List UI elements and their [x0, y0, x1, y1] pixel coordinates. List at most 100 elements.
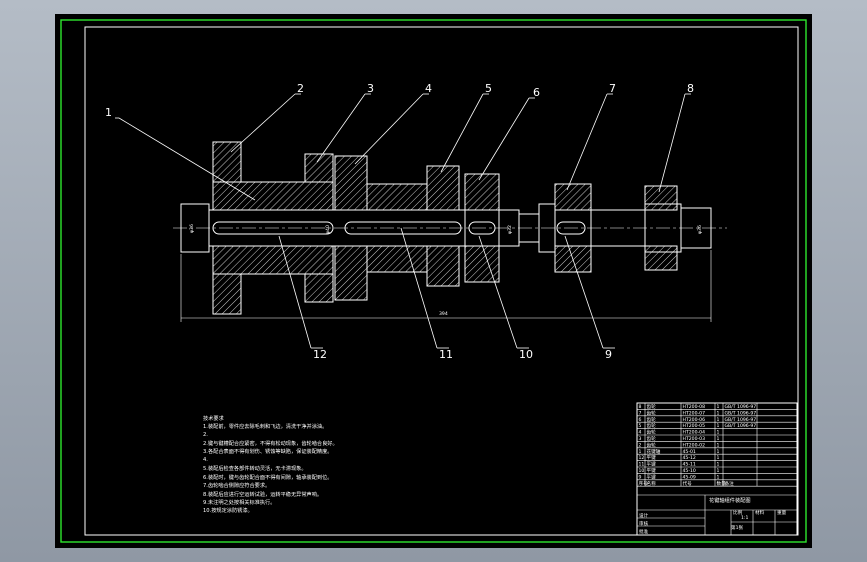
bom-cell: 平键 — [647, 467, 657, 474]
bom-cell: 10 — [639, 468, 645, 474]
bom-header-cell: 数量 — [717, 480, 727, 487]
bom-cell: 1 — [717, 468, 720, 474]
bom-cell: 1 — [717, 430, 720, 436]
bom-cell: 6 — [639, 417, 642, 423]
bom-cell: 齿轮 — [647, 409, 657, 416]
label-12: 12 — [313, 348, 327, 361]
bom-cell: 平键 — [647, 454, 657, 461]
note-line: 5.装配后检查各部件转动灵活，无卡滞现象。 — [203, 464, 307, 472]
checker-label: 审核 — [639, 520, 649, 527]
label-3: 3 — [367, 82, 374, 95]
note-line: 2. — [203, 432, 208, 438]
bom-cell: 平键 — [647, 461, 657, 468]
note-line: 2.键与键槽配合应紧密，不得有松动现象，齿轮啮合良好。 — [203, 439, 338, 447]
gear-5 — [426, 165, 460, 287]
label-9: 9 — [605, 348, 612, 361]
bom-cell: 7 — [639, 410, 642, 416]
left-dia-text: φ36 — [189, 224, 195, 233]
gear-3 — [304, 153, 334, 303]
bom-header-cell: 序号 — [639, 480, 649, 487]
note-line: 3.各配合表面不得有划伤、锈蚀等缺陷，保证装配精度。 — [203, 447, 332, 455]
gear-6 — [464, 173, 500, 283]
bom-header-cell: 代号 — [683, 480, 693, 487]
bom-cell: HT200-05 — [683, 423, 706, 429]
note-line: 1.装配前，零件应去除毛刺和飞边，清洗干净并涂油。 — [203, 422, 327, 430]
bom-cell: 12 — [639, 455, 645, 461]
bom-cell: 1 — [717, 462, 720, 468]
bom-cell: 1 — [717, 474, 720, 480]
note-line: 7.齿轮啮合侧隙应符合要求。 — [203, 481, 270, 489]
assembly-drawing: 394 φ36 φ36 φ40 φ32 — [60, 19, 807, 543]
label-5: 5 — [485, 82, 492, 95]
bom-cell: HT200-07 — [683, 410, 706, 416]
bom-cell: GB/T 1096-97 — [725, 417, 757, 423]
label-11: 11 — [439, 348, 453, 361]
label-4: 4 — [425, 82, 432, 95]
bom-cell: 1 — [717, 436, 720, 442]
bom-cell: 4 — [639, 430, 642, 436]
inner-frame-border — [84, 26, 799, 536]
label-7: 7 — [609, 82, 616, 95]
bom-cell: 1 — [717, 455, 720, 461]
bom-cell: 齿轮 — [647, 441, 657, 448]
scale-value: 1:1 — [741, 515, 748, 521]
bom-cell: 1 — [717, 417, 720, 423]
bom-cell: 11 — [639, 462, 645, 468]
bom-cell: 1 — [717, 423, 720, 429]
note-line: 8.装配后应进行空运转试验，运转平稳无异常声响。 — [203, 490, 322, 498]
bom-cell: 8 — [639, 404, 642, 410]
bom-cell: 2 — [639, 442, 642, 448]
label-8: 8 — [687, 82, 694, 95]
title-block: 花键轴组件装配图 1:1 第1张 设计 审核 批准 比例 材料 重量 — [639, 496, 787, 535]
outer-frame-border — [60, 19, 807, 543]
bom-cell: 齿轮 — [647, 403, 657, 410]
part-labels: 1 2 3 4 5 6 7 8 9 10 11 12 — [105, 82, 694, 361]
bom-cell: GB/T 1096-97 — [725, 404, 757, 410]
notes-title: 技术要求 — [203, 414, 225, 422]
drawing-sheet[interactable]: 394 φ36 φ36 φ40 φ32 — [55, 14, 812, 548]
approver-label: 批准 — [639, 528, 649, 535]
bom-cell: 45-09 — [683, 474, 696, 480]
bom-cell: HT200-08 — [683, 404, 706, 410]
drawing-name: 花键轴组件装配图 — [709, 496, 751, 504]
bom-cell: 3 — [639, 436, 642, 442]
note-line: 9.未注明之处按相关标准执行。 — [203, 498, 275, 506]
material-label: 材料 — [755, 509, 765, 516]
bom-cell: GB/T 1096-97 — [725, 410, 757, 416]
bom-cell: 花键轴 — [647, 448, 661, 455]
bom-cell: 45-01 — [683, 449, 696, 455]
right-dia-text: φ36 — [697, 225, 703, 234]
bom-cell: 齿轮 — [647, 422, 657, 429]
bom-cell: GB/T 1096-97 — [725, 423, 757, 429]
leader-lines — [115, 93, 691, 349]
bom-cell: 平键 — [647, 473, 657, 480]
ratio-label: 比例 — [733, 509, 743, 516]
bom-header-cell: 备注 — [725, 480, 735, 487]
bom-cell: HT200-04 — [683, 430, 706, 436]
note-line: 10.按规定涂防锈漆。 — [203, 506, 253, 514]
sheet-number: 第1张 — [731, 524, 744, 531]
bom-cell: 1 — [717, 449, 720, 455]
gear-8 — [644, 185, 678, 271]
note-line: 6.装配时，键与齿轮配合面不得有间隙，轴承装配到位。 — [203, 473, 332, 481]
bom-cell: 齿轮 — [647, 416, 657, 423]
mid-dia-2-text: φ32 — [507, 225, 513, 234]
bom-cell: 1 — [639, 449, 642, 455]
bom-cell: 45-11 — [683, 462, 696, 468]
mid-dia-1-text: φ40 — [325, 225, 331, 234]
length-dimension: 394 φ36 φ36 φ40 φ32 — [180, 224, 712, 322]
technical-notes: 技术要求 1.装配前，零件应去除毛刺和飞边，清洗干净并涂油。 2. 2.键与键槽… — [203, 414, 338, 514]
gear-4 — [334, 155, 428, 301]
length-dim-text: 394 — [439, 311, 448, 317]
bom-cell: 45-10 — [683, 468, 696, 474]
note-line: 4. — [203, 457, 208, 463]
bom-cell: HT200-06 — [683, 417, 706, 423]
bom-cell: 5 — [639, 423, 642, 429]
label-2: 2 — [297, 82, 304, 95]
bom-cell: 齿轮 — [647, 429, 657, 436]
bom-cell: 1 — [717, 442, 720, 448]
label-10: 10 — [519, 348, 533, 361]
bom-cell: 齿轮 — [647, 435, 657, 442]
